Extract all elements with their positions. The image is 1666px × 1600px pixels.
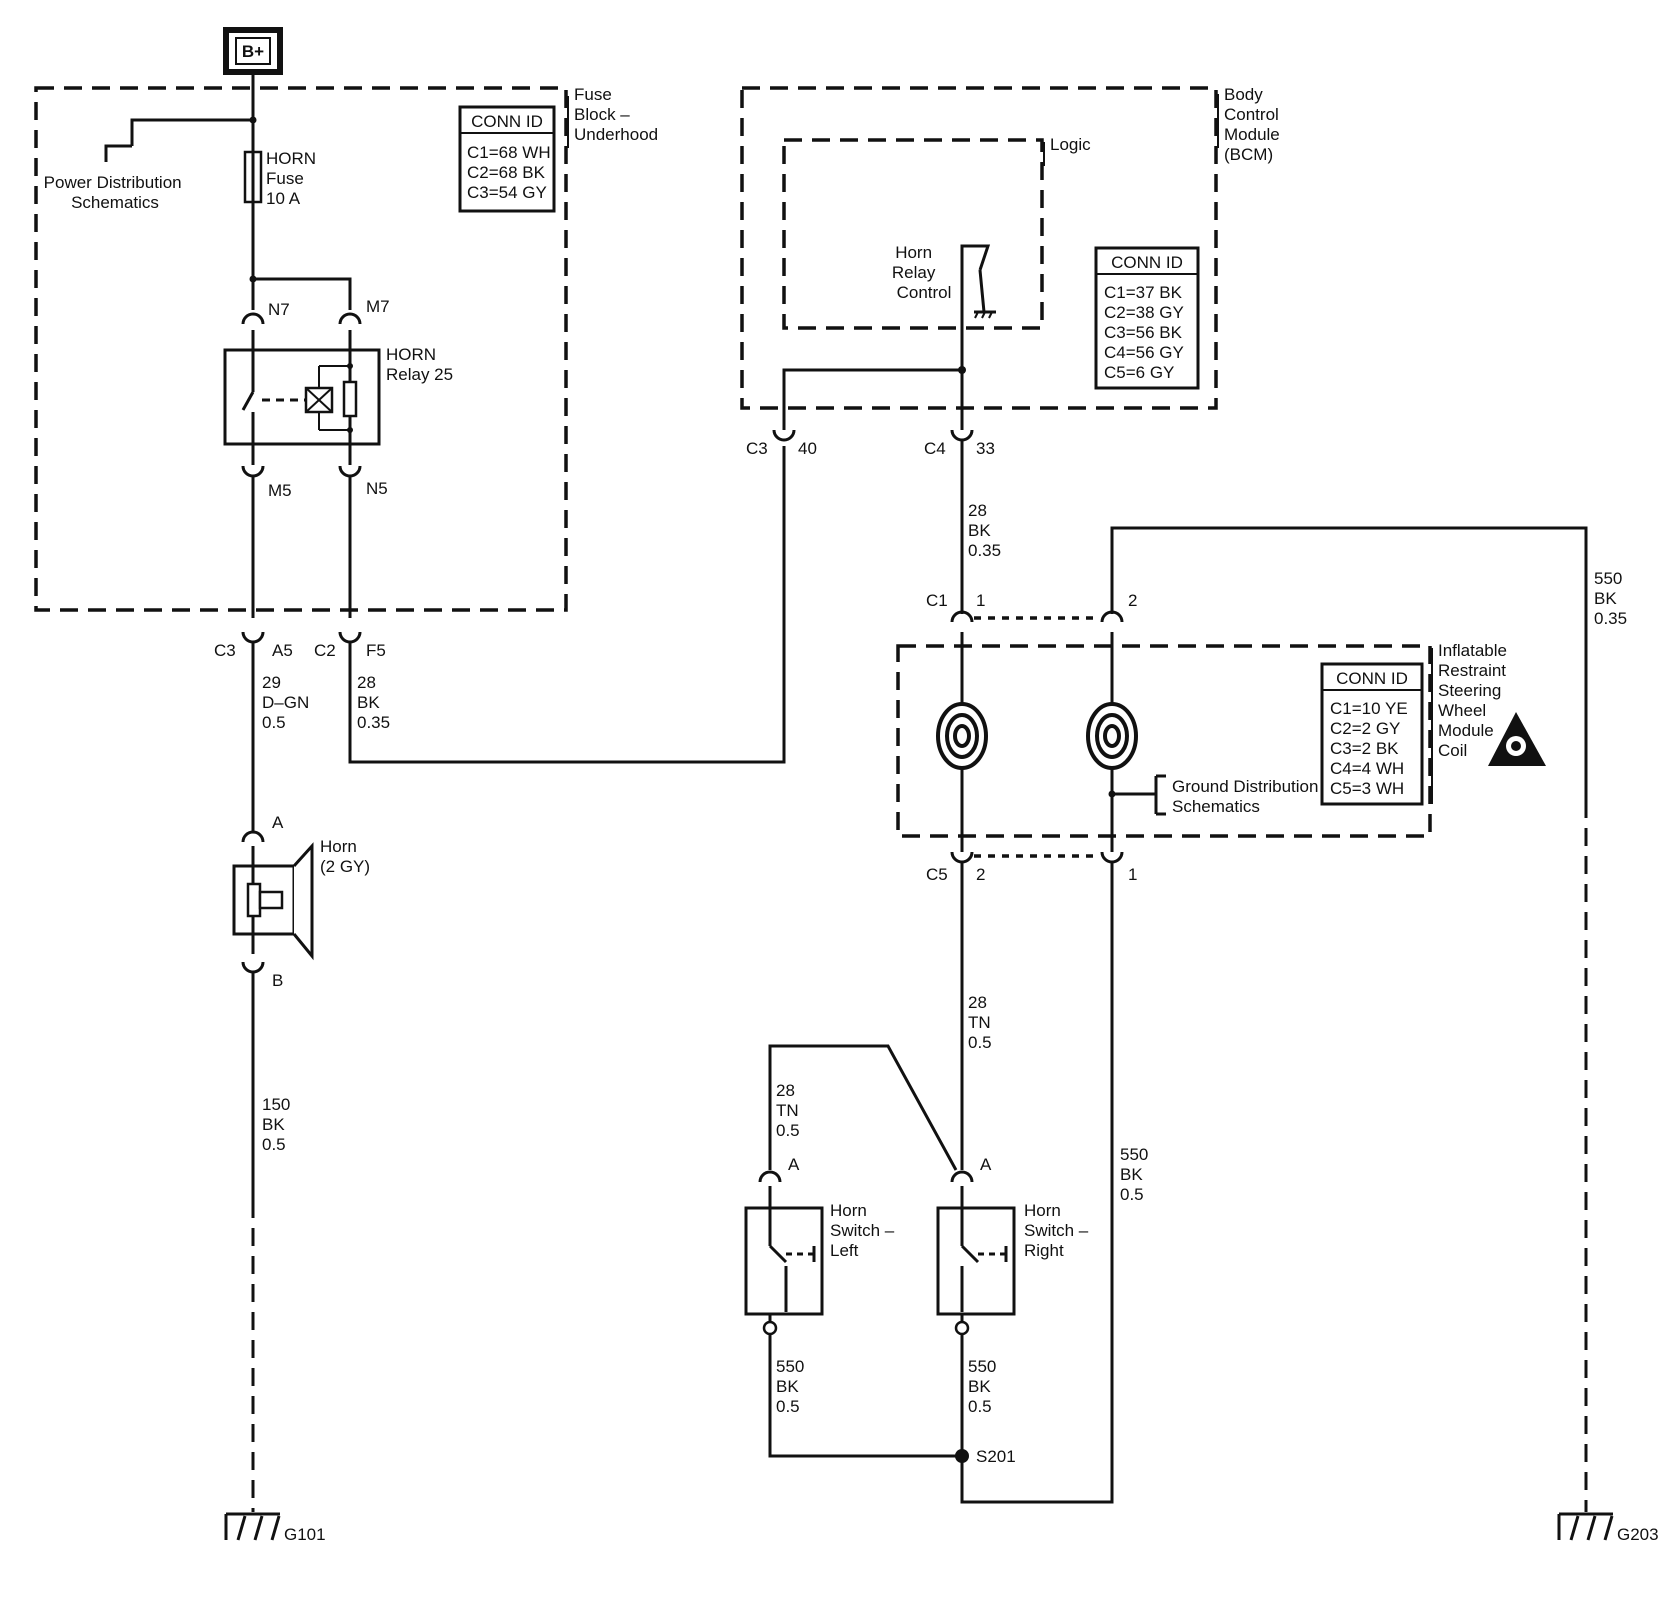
svg-text:CONN ID: CONN ID <box>1336 669 1408 688</box>
svg-text:G101: G101 <box>284 1525 326 1544</box>
bcm-connector-c3 <box>772 429 796 442</box>
svg-text:A: A <box>272 813 284 832</box>
svg-text:33: 33 <box>976 439 995 458</box>
svg-text:A: A <box>980 1155 992 1174</box>
svg-text:C2=68 BK: C2=68 BK <box>467 163 546 182</box>
bcm-connector-c4 <box>950 429 974 442</box>
connector-c3-a5 <box>241 631 265 644</box>
svg-text:A: A <box>788 1155 800 1174</box>
pin-m7-label: M7 <box>366 297 390 316</box>
svg-text:F5: F5 <box>366 641 386 660</box>
horn-fuse-label: HORN Fuse 10 A <box>266 149 321 208</box>
ground-g203: G203 <box>1557 1512 1659 1544</box>
wire-coil-ground-mid: 550 BK 0.5 <box>1120 1145 1153 1204</box>
svg-text:C3=54 GY: C3=54 GY <box>467 183 547 202</box>
switch-right-connector <box>950 1170 974 1183</box>
svg-text:C2=2 GY: C2=2 GY <box>1330 719 1400 738</box>
svg-text:2: 2 <box>976 865 985 884</box>
svg-text:2: 2 <box>1128 591 1137 610</box>
horn-switch-right-label: Horn Switch – Right <box>1024 1201 1093 1260</box>
coil-outline <box>896 644 1432 838</box>
svg-text:C2: C2 <box>314 641 336 660</box>
svg-text:C1=37 BK: C1=37 BK <box>1104 283 1183 302</box>
wire-horn-ground: 150 BK 0.5 <box>262 1095 295 1154</box>
ground-g101: G101 <box>224 1512 326 1544</box>
svg-text:C1: C1 <box>926 591 948 610</box>
coil-conn-id: CONN ID C1=10 YE C2=2 GY C3=2 BK C4=4 WH… <box>1320 662 1424 806</box>
wire-horn-feed: 29 D–GN 0.5 <box>262 673 314 732</box>
bcm-outline <box>740 86 1218 410</box>
svg-text:C2=38 GY: C2=38 GY <box>1104 303 1184 322</box>
horn-label: Horn (2 GY) <box>320 837 370 876</box>
connector-c2-f5 <box>338 631 362 644</box>
svg-text:1: 1 <box>976 591 985 610</box>
svg-text:C1=68 WH: C1=68 WH <box>467 143 551 162</box>
coil-connector-c5-1 <box>1100 851 1124 864</box>
ground-distribution-label: Ground Distribution Schematics <box>1172 777 1323 816</box>
horn-switch-left-label: Horn Switch – Left <box>830 1201 899 1260</box>
wire-switch-left-ground: 550 BK 0.5 <box>776 1357 809 1416</box>
battery-label: B+ <box>242 42 264 61</box>
fuse-block-title: Fuse Block – Underhood <box>574 85 658 144</box>
svg-text:C5=6 GY: C5=6 GY <box>1104 363 1174 382</box>
svg-text:CONN ID: CONN ID <box>471 112 543 131</box>
fuse-block-conn-id: CONN ID C1=68 WH C2=68 BK C3=54 GY <box>458 105 556 213</box>
svg-text:1: 1 <box>1128 865 1137 884</box>
logic-label: Logic <box>1050 135 1091 154</box>
wire-switch-right-ground: 550 BK 0.5 <box>968 1357 1001 1416</box>
wire-relay-control: 28 BK 0.35 <box>357 673 390 732</box>
horn-relay-control-label: Horn Relay Control <box>892 243 952 302</box>
connector-m7 <box>338 312 362 325</box>
svg-text:C3: C3 <box>746 439 768 458</box>
splice-s201-label: S201 <box>976 1447 1016 1466</box>
svg-text:C4: C4 <box>924 439 946 458</box>
svg-text:C3: C3 <box>214 641 236 660</box>
battery-terminal: B+ <box>223 27 283 75</box>
coil-spiral-left-icon <box>936 702 988 770</box>
pin-m5-label: M5 <box>268 481 292 500</box>
horn-connector-a <box>241 830 265 843</box>
splice-s201 <box>955 1449 969 1463</box>
svg-text:A5: A5 <box>272 641 293 660</box>
pin-n7-label: N7 <box>268 300 290 319</box>
svg-text:CONN ID: CONN ID <box>1111 253 1183 272</box>
connector-n7 <box>241 312 265 325</box>
bcm-title: Body Control Module (BCM) <box>1224 85 1285 164</box>
wire-coil-to-switch: 28 TN 0.5 <box>968 993 995 1052</box>
connector-n5 <box>338 465 362 478</box>
svg-text:C3=2 BK: C3=2 BK <box>1330 739 1399 758</box>
horn-connector-b <box>241 961 265 974</box>
airbag-warning-icon <box>1488 712 1546 766</box>
svg-text:C4=4 WH: C4=4 WH <box>1330 759 1404 778</box>
wire-switch-left-feed: 28 TN 0.5 <box>776 1081 803 1140</box>
coil-spiral-right-icon <box>1086 702 1138 770</box>
connector-m5 <box>241 465 265 478</box>
wire-coil-ground-right: 550 BK 0.35 <box>1594 569 1627 628</box>
pin-n5-label: N5 <box>366 479 388 498</box>
svg-text:C1=10 YE: C1=10 YE <box>1330 699 1408 718</box>
bcm-conn-id: CONN ID C1=37 BK C2=38 GY C3=56 BK C4=56… <box>1094 246 1200 390</box>
power-distribution-label: Power Distribution Schematics <box>44 173 187 212</box>
wire-bcm-to-coil: 28 BK 0.35 <box>968 501 1001 560</box>
svg-text:40: 40 <box>798 439 817 458</box>
svg-text:C5: C5 <box>926 865 948 884</box>
coil-connector-c5-2 <box>950 851 974 864</box>
svg-text:B: B <box>272 971 283 990</box>
svg-text:C4=56 GY: C4=56 GY <box>1104 343 1184 362</box>
svg-text:C5=3 WH: C5=3 WH <box>1330 779 1404 798</box>
svg-text:C3=56 BK: C3=56 BK <box>1104 323 1183 342</box>
switch-left-connector <box>758 1170 782 1183</box>
coil-connector-c1-1 <box>950 610 974 623</box>
fuse-block-outline <box>34 86 568 612</box>
horn-relay-label: HORN Relay 25 <box>386 345 453 384</box>
svg-text:G203: G203 <box>1617 1525 1659 1544</box>
coil-title: Inflatable Restraint Steering Wheel Modu… <box>1438 641 1512 760</box>
bcm-logic-outline <box>782 138 1044 330</box>
